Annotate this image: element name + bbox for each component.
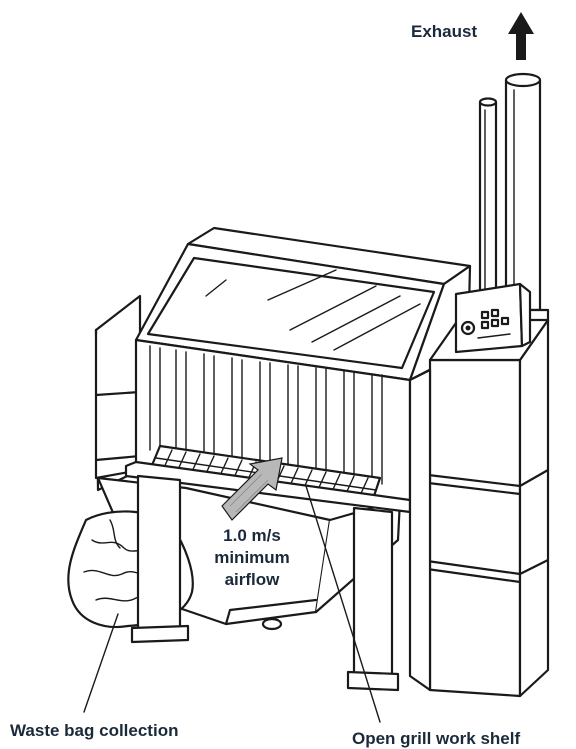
exhaust-arrow-icon bbox=[508, 12, 534, 60]
airflow-label: airflow bbox=[225, 570, 281, 589]
waste-bag-label: Waste bag collection bbox=[10, 721, 178, 740]
airflow-speed-label: 1.0 m/s bbox=[223, 526, 281, 545]
waste-bag-leader-line bbox=[84, 614, 118, 712]
exhaust-label: Exhaust bbox=[411, 22, 477, 41]
grill-shelf-label: Open grill work shelf bbox=[352, 729, 520, 748]
left-side-wing bbox=[96, 296, 140, 490]
airflow-minimum-label: minimum bbox=[214, 548, 290, 567]
